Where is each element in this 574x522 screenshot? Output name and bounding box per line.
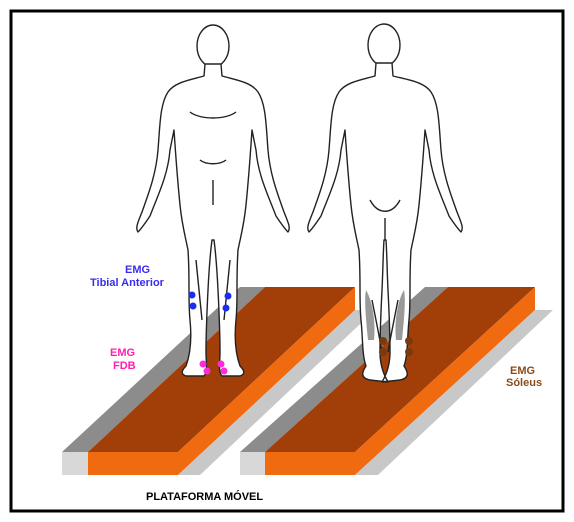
platform-right-front-face: [265, 452, 355, 475]
electrode-soleus: [405, 337, 413, 345]
electrode-tibial: [225, 293, 232, 300]
electrode-fdb: [221, 368, 228, 375]
label-emg-tibial-2: Tibial Anterior: [90, 277, 165, 289]
label-emg-tibial-1: EMG: [125, 264, 150, 276]
electrode-tibial: [190, 303, 197, 310]
platform-caption: PLATAFORMA MÓVEL: [146, 490, 263, 503]
label-emg-soleus-2: Sóleus: [506, 377, 542, 389]
electrode-fdb: [204, 368, 211, 375]
label-emg-fdb-1: EMG: [110, 347, 135, 359]
electrode-soleus: [379, 337, 387, 345]
electrode-soleus: [379, 348, 387, 356]
platform-right-front-rail: [240, 452, 265, 475]
electrode-fdb: [218, 361, 225, 368]
label-emg-soleus-1: EMG: [510, 365, 535, 377]
electrode-fdb: [200, 361, 207, 368]
back-head: [368, 24, 400, 66]
label-emg-fdb-2: FDB: [113, 360, 136, 372]
electrode-soleus: [405, 348, 413, 356]
electrode-tibial: [189, 292, 196, 299]
electrode-tibial: [223, 305, 230, 312]
platform-left-front-rail: [62, 452, 88, 475]
front-head: [197, 25, 229, 67]
platform-left-front-face: [88, 452, 178, 475]
